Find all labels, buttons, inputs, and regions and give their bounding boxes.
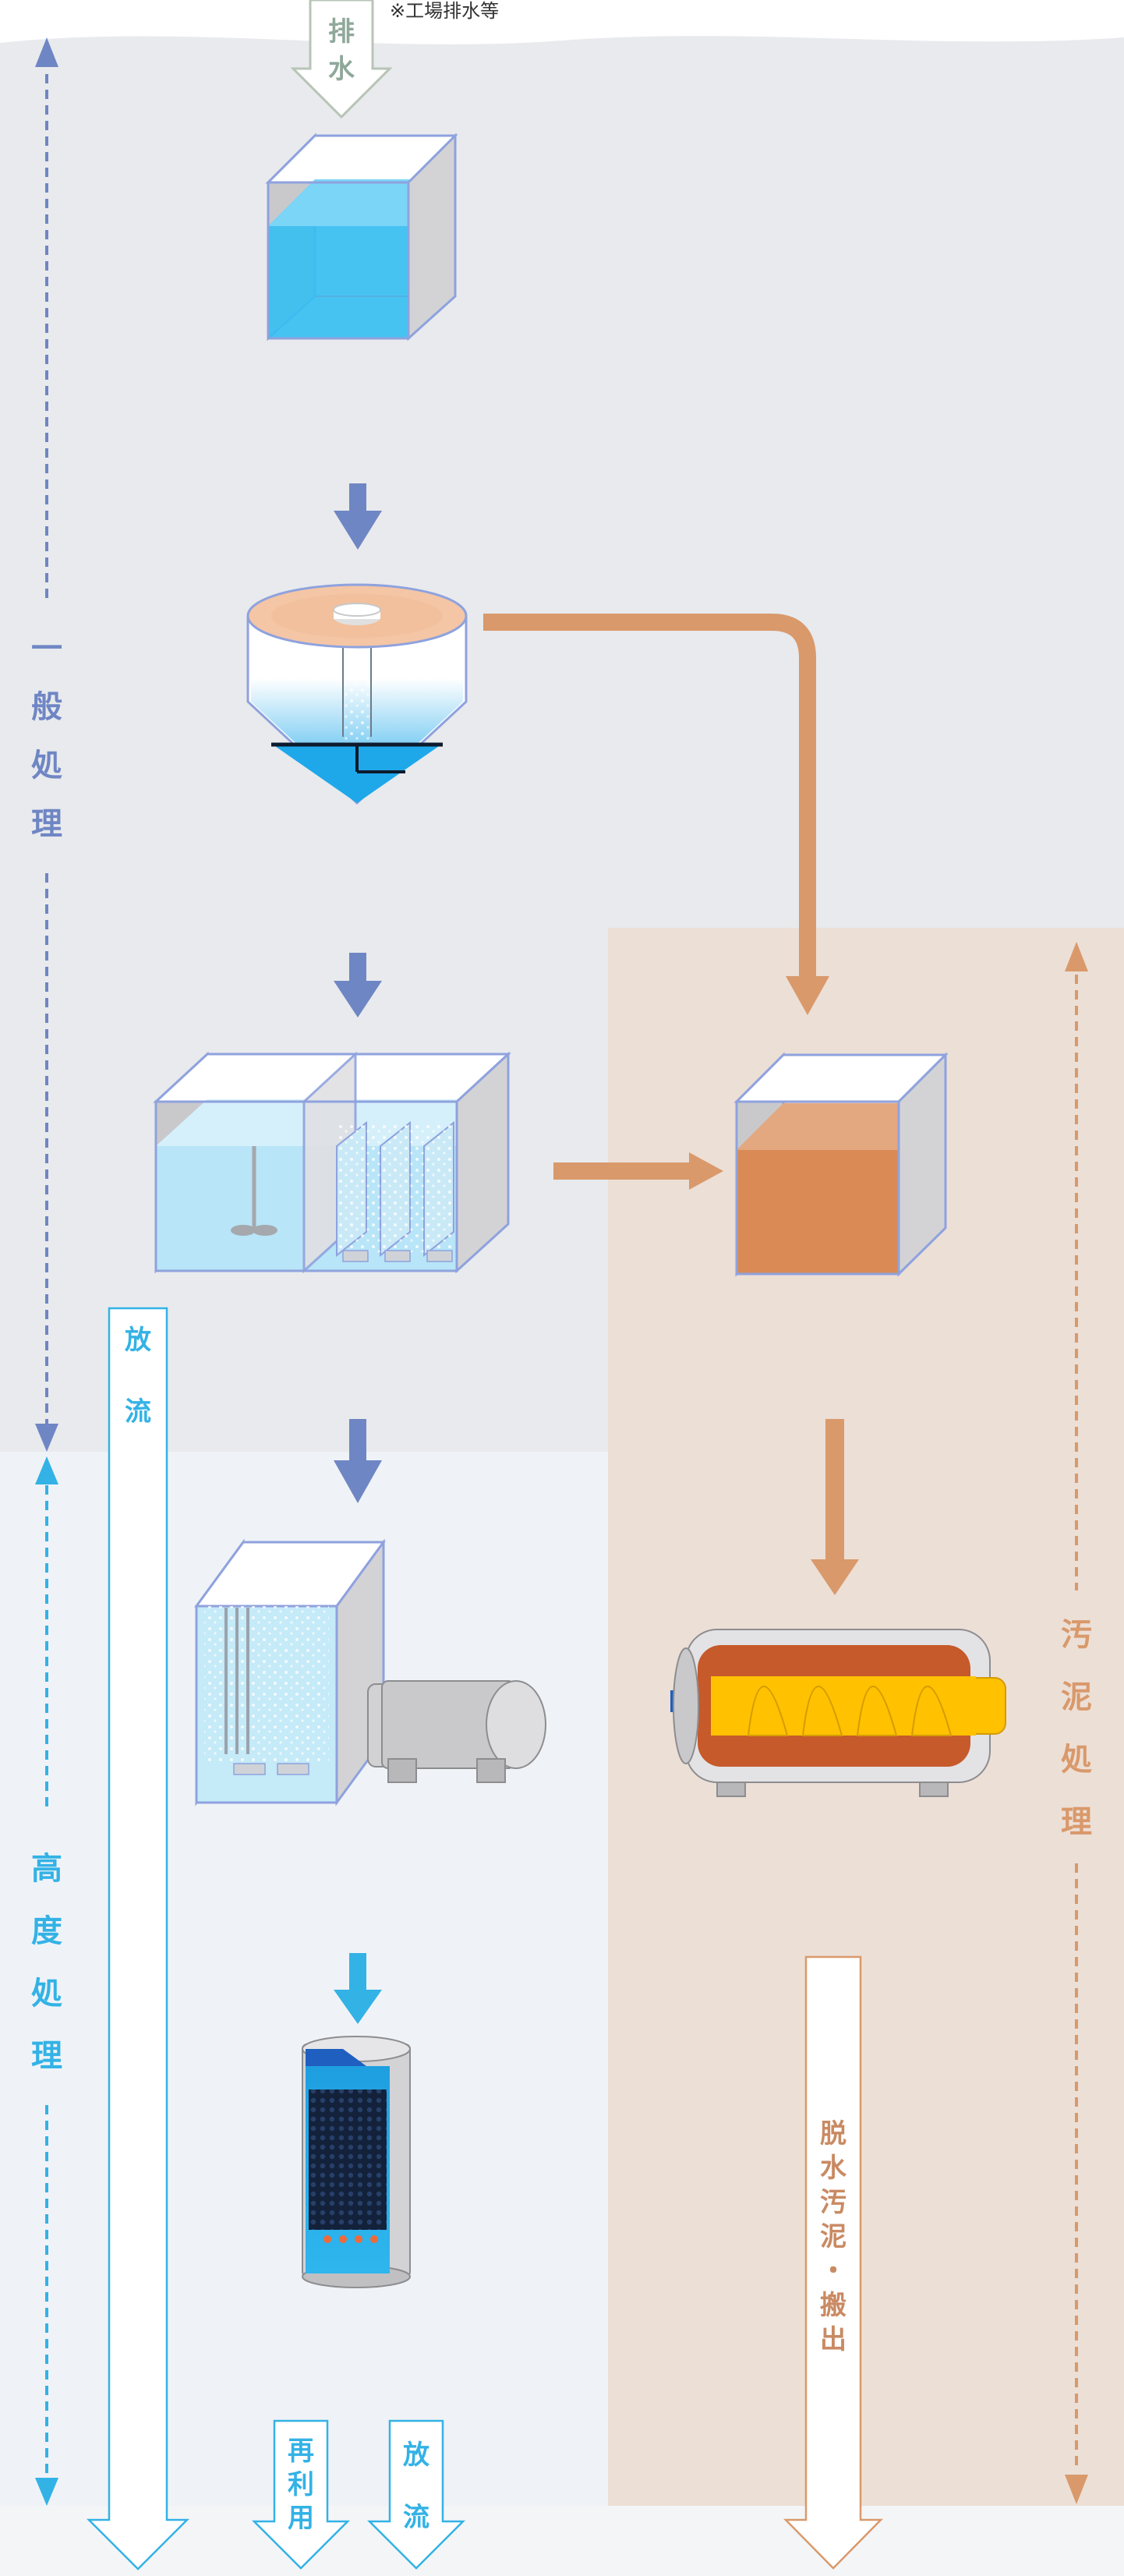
sludge-out-label-char: 泥 (820, 2221, 847, 2252)
general-axis-arrow-up (35, 37, 58, 67)
membrane-unit-icon (194, 1538, 546, 1806)
clarifier-icon (246, 583, 468, 805)
discharge-label-char: 流 (125, 1396, 151, 1428)
advanced-label-char: 理 (31, 2038, 62, 2074)
advanced-label-char: 処 (31, 1976, 62, 2012)
sludge-out-label-char: ・ (820, 2256, 847, 2287)
reuse-label-char: 用 (288, 2503, 314, 2534)
reuse-label-char: 利 (288, 2469, 314, 2500)
general-axis-arrow-down (35, 1424, 58, 1452)
discharge-label-char: 放 (403, 2440, 429, 2471)
general-label-char: 般 (31, 689, 62, 725)
advanced-stage-label: 高 度 処 理 (31, 1851, 62, 2074)
aeration-tank-icon (153, 1051, 511, 1274)
discharge-outlet-arrow-2: 放 流 (366, 2419, 466, 2570)
carbon-filter-icon (302, 2036, 411, 2288)
sludge-label-char: 泥 (1061, 1679, 1092, 1715)
sludge-flow-arrow-down (811, 1419, 859, 1595)
advanced-label-char: 高 (31, 1851, 62, 1887)
bottom-band (0, 2506, 1124, 2576)
sludge-out-label-char: 出 (820, 2324, 847, 2355)
sludge-tank-icon (733, 1052, 949, 1277)
sludge-out-label-char: 水 (820, 2153, 847, 2184)
inlet-note: ※工場排水等 (390, 0, 499, 22)
general-label-char: 一 (31, 631, 62, 667)
inlet-label: 水 (328, 54, 355, 85)
sludge-label-char: 理 (1061, 1804, 1092, 1840)
flow-arrow-down (334, 1419, 382, 1503)
general-label-char: 処 (31, 748, 62, 784)
discharge-label-char: 流 (403, 2502, 429, 2533)
aeration-sludge-arrow (553, 1152, 723, 1190)
sludge-label-char: 汚 (1061, 1617, 1092, 1653)
sludge-out-label-char: 汚 (820, 2187, 847, 2218)
advanced-axis-arrow-up (35, 1456, 58, 1484)
wastewater-inlet-arrow: 排 水 (290, 0, 393, 119)
sludge-out-label-char: 脱 (820, 2118, 847, 2150)
discharge-outlet-arrow-1: 放 流 (86, 1307, 190, 2571)
general-label-char: 理 (31, 806, 62, 842)
sludge-axis-arrow-up (1065, 942, 1088, 971)
advanced-label-char: 度 (31, 1913, 62, 1949)
discharge-label-char: 放 (125, 1325, 151, 1356)
flow-arrow-down (334, 483, 382, 550)
advanced-axis-arrow-down (35, 2478, 58, 2506)
reuse-label-char: 再 (288, 2436, 314, 2467)
sludge-label-char: 処 (1061, 1742, 1092, 1778)
sludge-stage-label: 汚 泥 処 理 (1061, 1617, 1092, 1840)
inlet-label: 排 (328, 16, 355, 48)
sludge-out-label-char: 搬 (820, 2290, 847, 2321)
sludge-outlet-arrow: 脱 水 汚 泥 ・ 搬 出 (783, 1955, 883, 2570)
zone-backgrounds (0, 36, 1124, 2576)
advanced-flow-arrow-down (334, 1953, 382, 2024)
reuse-outlet-arrow: 再 利 用 (251, 2419, 351, 2570)
clarifier-sludge-line (483, 614, 816, 982)
general-stage-label: 一 般 処 理 (31, 631, 62, 842)
screw-press-icon (670, 1629, 1006, 1797)
clarifier-sludge-arrow (786, 976, 829, 1015)
flow-arrow-down (334, 953, 382, 1017)
equalization-tank-icon (265, 133, 458, 341)
sludge-axis-arrow-down (1065, 2475, 1088, 2504)
